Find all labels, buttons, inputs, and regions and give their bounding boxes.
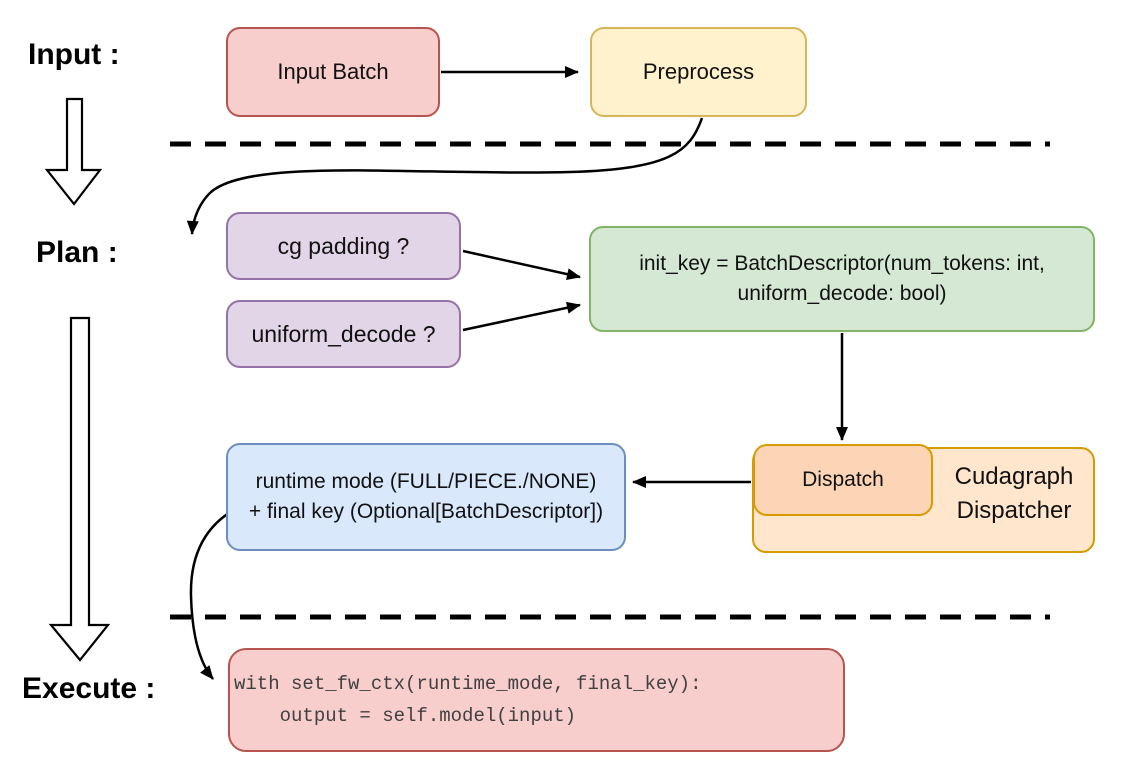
node-input-batch: Input Batch bbox=[226, 27, 440, 117]
cudagraph-dispatcher-line1: Cudagraph bbox=[954, 463, 1074, 490]
phase-arrow-plan-to-execute bbox=[48, 316, 111, 662]
arrow-cg-padding-to-init-key bbox=[462, 249, 581, 281]
node-init-key-line1: init_key = BatchDescriptor(num_tokens: i… bbox=[639, 252, 1045, 275]
node-cg-padding-label: cg padding ? bbox=[277, 232, 410, 259]
node-runtime-key: runtime mode (FULL/PIECE./NONE) + final … bbox=[226, 443, 626, 551]
node-runtime-key-line1: runtime mode (FULL/PIECE./NONE) bbox=[255, 470, 597, 493]
node-preprocess: Preprocess bbox=[590, 27, 807, 117]
node-uniform-decode-label: uniform_decode ? bbox=[251, 320, 436, 347]
node-init-key-line2: uniform_decode: bool) bbox=[737, 282, 947, 305]
node-runtime-key-line2: + final key (Optional[BatchDescriptor]) bbox=[248, 500, 604, 523]
execute-code-line2: output = self.model(input) bbox=[234, 705, 577, 727]
phase-label-plan: Plan : bbox=[36, 236, 118, 269]
arrow-preprocess-to-cg-padding bbox=[186, 117, 704, 235]
node-dispatch-label: Dispatch bbox=[802, 468, 884, 491]
node-uniform-decode: uniform_decode ? bbox=[226, 300, 461, 368]
arrow-uniform-decode-to-init-key bbox=[462, 301, 581, 332]
execute-code-line1: with set_fw_ctx(runtime_mode, final_key)… bbox=[234, 673, 702, 695]
node-dispatch: Dispatch bbox=[753, 444, 933, 516]
arrow-runtime-key-to-execute-code bbox=[189, 506, 238, 680]
node-input-batch-label: Input Batch bbox=[277, 59, 389, 84]
phase-label-execute: Execute : bbox=[22, 672, 156, 705]
phase-label-input: Input : bbox=[28, 38, 120, 71]
node-cudagraph-dispatcher-title: Cudagraph Dispatcher bbox=[933, 460, 1095, 528]
phase-arrow-input-to-plan bbox=[44, 97, 103, 206]
cudagraph-dispatcher-line2: Dispatcher bbox=[956, 497, 1072, 524]
node-execute-code: with set_fw_ctx(runtime_mode, final_key)… bbox=[228, 648, 845, 752]
node-preprocess-label: Preprocess bbox=[642, 59, 755, 84]
node-init-key: init_key = BatchDescriptor(num_tokens: i… bbox=[589, 226, 1095, 332]
node-cg-padding: cg padding ? bbox=[226, 212, 461, 280]
